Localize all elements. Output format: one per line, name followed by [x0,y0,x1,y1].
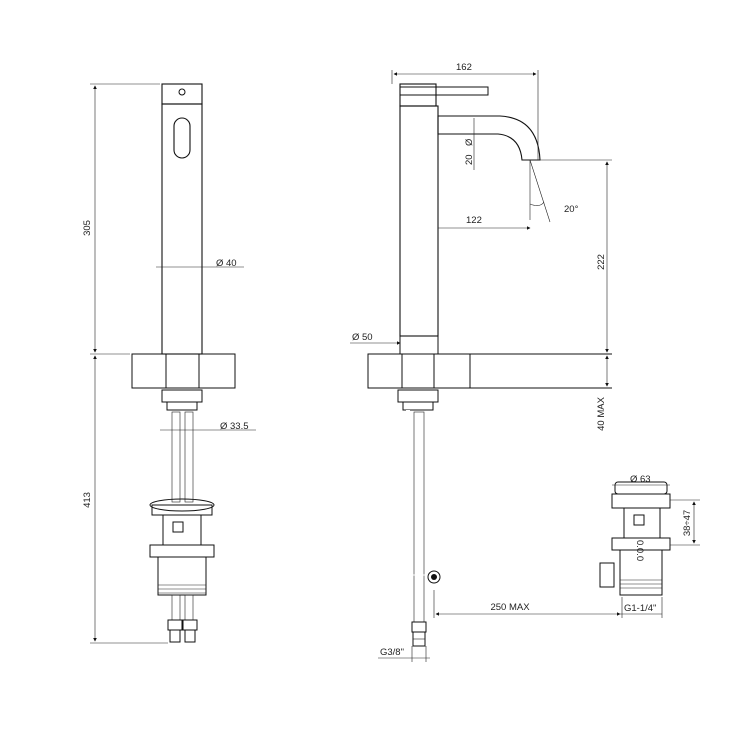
front-nut [161,389,203,403]
front-handle-slot [173,117,191,159]
front-cap-hole [178,88,186,96]
side-view: 0.0.0 162 20 Ø 122 20° 222 40 MAX Ø 50 Ø… [350,62,700,662]
dim-waste-thread: G1-1/4" [624,603,656,614]
side-hose-braided [413,411,425,623]
front-waste-top [149,498,215,512]
front-hose-left [171,411,181,503]
waste-body [619,549,663,596]
front-view: 305 413 Ø 40 Ø 33.5 [82,83,256,644]
dim-hose-diameter-symbol: Ø [220,421,228,432]
dim-supply-thread: G3/8" [380,647,404,658]
side-handle-lever [399,86,489,96]
front-shank [165,353,200,389]
dim-rod-length: 250 MAX [490,602,530,613]
dim-waste-diameter: 63 [640,474,651,485]
dim-body-diameter-symbol: Ø [216,258,224,269]
waste-rod-fitting [599,562,615,588]
side-supply-connector [411,621,427,633]
front-waste-thread [157,556,207,596]
front-supply-left [167,619,183,631]
front-waste-slot [172,521,184,533]
dim-body-diameter: 40 [226,258,237,269]
dim-waste-diameter-symbol: Ø [630,474,638,485]
front-supply-right [182,619,198,631]
dim-spout-height: 222 [596,254,607,270]
dim-spout-angle: 20° [564,204,579,215]
dim-base-diameter: 50 [362,332,373,343]
dim-hose-diameter: 33.5 [230,421,249,432]
dim-spout-diameter: 20 [464,154,475,165]
side-rod-joint [427,570,441,584]
dim-spout-diameter-symbol: Ø [464,138,475,146]
dim-base-diameter-symbol: Ø [352,332,360,343]
dim-front-height-lower: 413 [82,492,93,508]
front-faucet-cap [161,83,203,105]
dim-waste-height: 38÷47 [682,510,693,536]
side-hose-bent [407,410,435,610]
dim-side-total-reach: 162 [456,62,472,73]
front-hose-right [184,411,194,503]
dim-front-height-upper: 305 [82,220,93,236]
waste-slot [633,514,645,526]
side-faucet-body [399,105,439,337]
side-nut [397,389,439,403]
dim-deck-thickness: 40 MAX [596,396,607,430]
side-spout [437,115,541,161]
front-deck-left [131,353,167,389]
waste-stamp: 0.0.0 [634,540,645,561]
side-deck-left [367,353,403,389]
front-deck-right [198,353,236,389]
side-deck-right [433,353,471,389]
dim-spout-reach: 122 [466,215,482,226]
